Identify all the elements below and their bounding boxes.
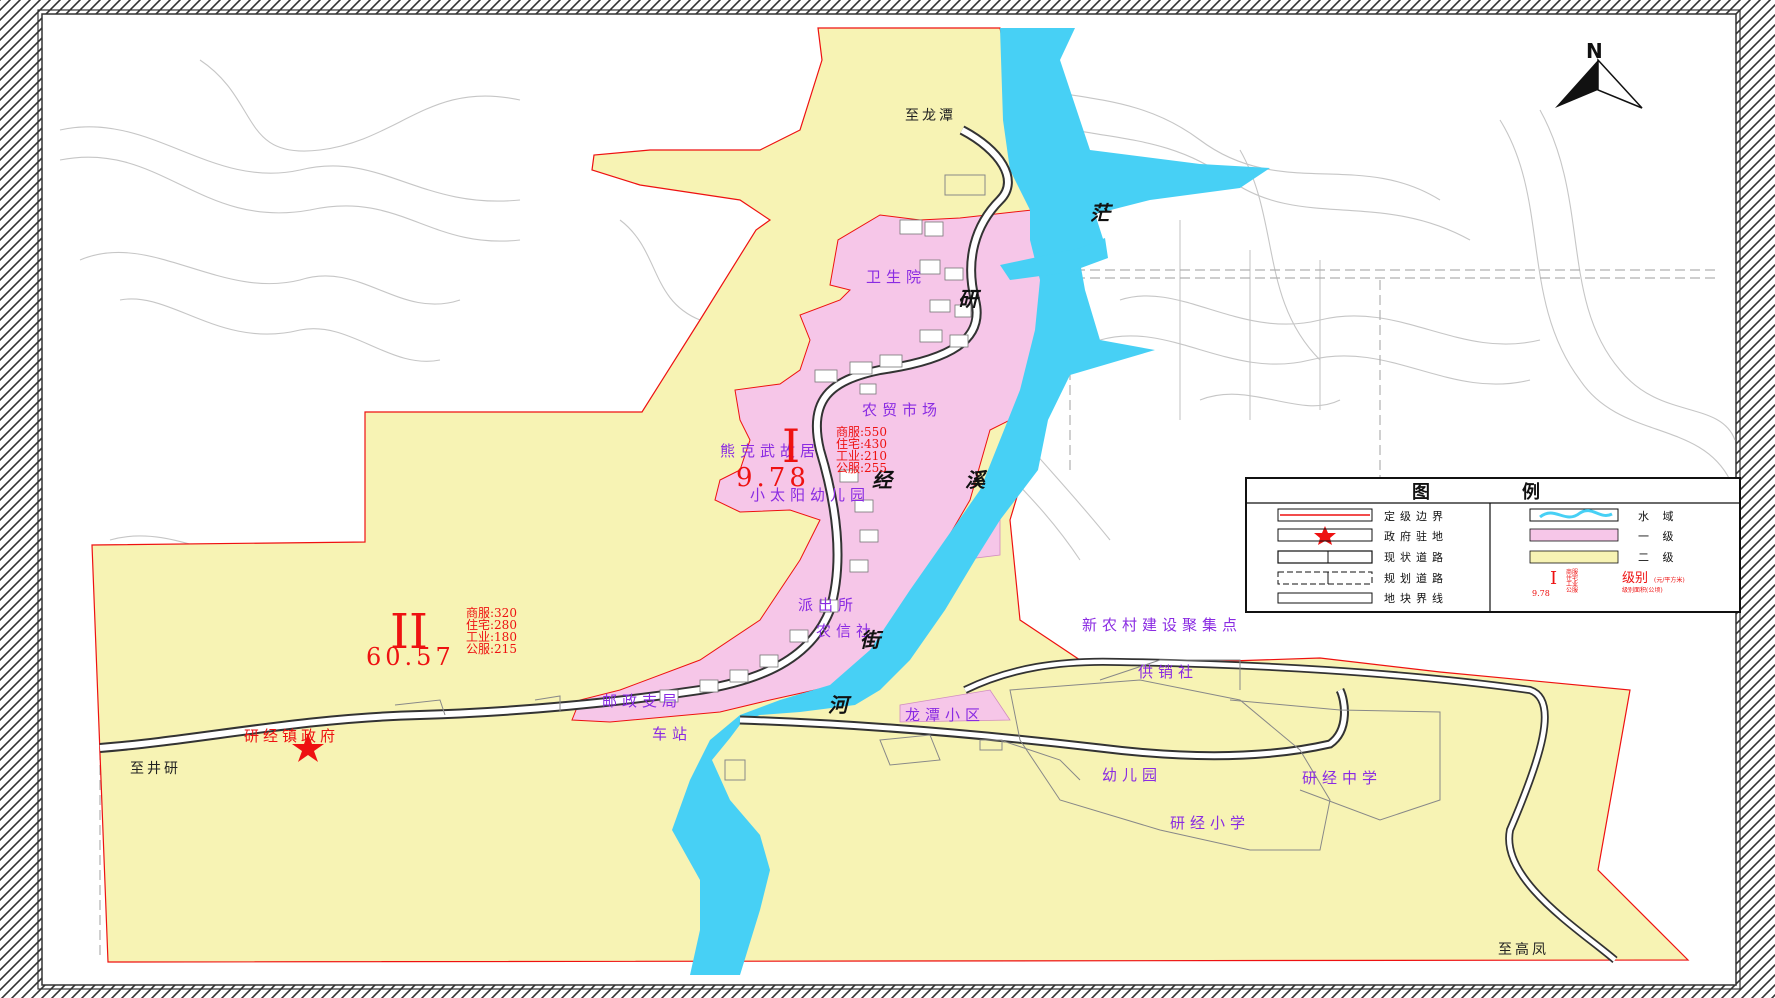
legend-level-price: 公服: [1566, 587, 1578, 594]
legend-title-right: 例: [1522, 481, 1540, 503]
zone-1-level: I: [782, 419, 800, 473]
label-to-longtan: 至龙潭: [905, 107, 956, 124]
label-middle-school: 研经中学: [1302, 769, 1382, 787]
river-char: 经: [872, 468, 895, 492]
zone-2-area: 60.57: [366, 643, 455, 671]
label-post-office: 邮政支局: [602, 692, 682, 710]
label-town-gov: 研经镇政府: [244, 727, 339, 745]
label-kindergarten: 幼儿园: [1102, 766, 1162, 784]
legend-level-price: 住宅: [1566, 574, 1578, 582]
legend-level-sample: I: [1550, 568, 1557, 589]
zone-1-area: 9.78: [736, 463, 810, 493]
label-bus-station: 车站: [652, 725, 692, 743]
label-supply-coop: 供销社: [1138, 663, 1198, 681]
zone-2-price: 商服:320: [466, 605, 517, 620]
label-new-village: 新农村建设聚集点: [1082, 616, 1242, 634]
legend-row-label: 二 级: [1638, 551, 1679, 564]
label-market: 农贸市场: [862, 401, 942, 419]
legend-row-label: 定级边界: [1384, 509, 1448, 523]
legend-row-label: 政府驻地: [1384, 529, 1448, 543]
building-blocks: [659, 219, 972, 703]
river: [672, 28, 1270, 975]
label-police: 派出所: [798, 596, 858, 614]
label-to-gaofeng: 至高凤: [1498, 941, 1549, 958]
label-primary-school: 研经小学: [1170, 814, 1250, 832]
zone-2-price: 住宅:280: [466, 617, 517, 632]
legend-level-price: 商服: [1566, 568, 1578, 576]
zone-1-price: 住宅:430: [836, 436, 887, 451]
zone-2-price: 公服:215: [466, 642, 517, 656]
label-kindergarten-sun: 小太阳幼儿园: [750, 486, 870, 504]
legend-row-label: 一 级: [1638, 530, 1679, 543]
label-memorial: 熊克武故居: [720, 442, 820, 460]
north-arrow-icon: [1555, 60, 1598, 108]
zone-1-price: 公服:255: [836, 461, 887, 475]
zone-1-price: 工业:210: [836, 449, 887, 463]
legend-row-label: 水 域: [1638, 510, 1679, 523]
zone-1-price: 商服:550: [836, 424, 887, 439]
legend-row-label: 现状道路: [1384, 550, 1448, 564]
legend-level-price: 工业: [1566, 580, 1578, 588]
legend-row-label: 规划道路: [1384, 571, 1448, 585]
zone-2-price: 工业:180: [466, 630, 517, 644]
label-longtan-community: 龙潭小区: [905, 706, 985, 724]
zone-1-annotation: I 9.78 商服:550 住宅:430 工业:210 公服:255: [736, 419, 887, 493]
label-credit-union: 农信社: [816, 622, 876, 640]
label-health-center: 卫生院: [866, 268, 926, 286]
government-star-icon: [292, 733, 324, 762]
legend-level-caption-sub: (元/平方米): [1654, 576, 1685, 584]
legend: 图 例 定级边界 政府驻地 现状道路 规划道路 地块界线 水 域 一 级 二 级…: [1245, 477, 1741, 613]
label-to-jingyan: 至井研: [130, 761, 181, 777]
zone-2-annotation: II 60.57 商服:320 住宅:280 工业:180 公服:215: [366, 604, 517, 671]
parcel-lines: [394, 174, 1441, 851]
legend-level-note: 级别面积(公顷): [1622, 586, 1663, 594]
legend-level-area: 9.78: [1532, 589, 1550, 598]
north-arrow: N: [1555, 39, 1643, 109]
place-labels: 至龙潭 至井研 至高凤 卫生院 农贸市场 熊克武故居 小太阳幼儿园 派出所 农信…: [130, 107, 1549, 958]
legend-row-label: 地块界线: [1384, 591, 1448, 605]
river-char: 溪: [965, 468, 988, 492]
legend-title-left: 图: [1412, 482, 1430, 503]
zone-2-level: II: [390, 604, 428, 660]
legend-level-caption: 级别: [1622, 571, 1648, 586]
main-road: [99, 125, 1618, 964]
north-label: N: [1586, 39, 1603, 63]
